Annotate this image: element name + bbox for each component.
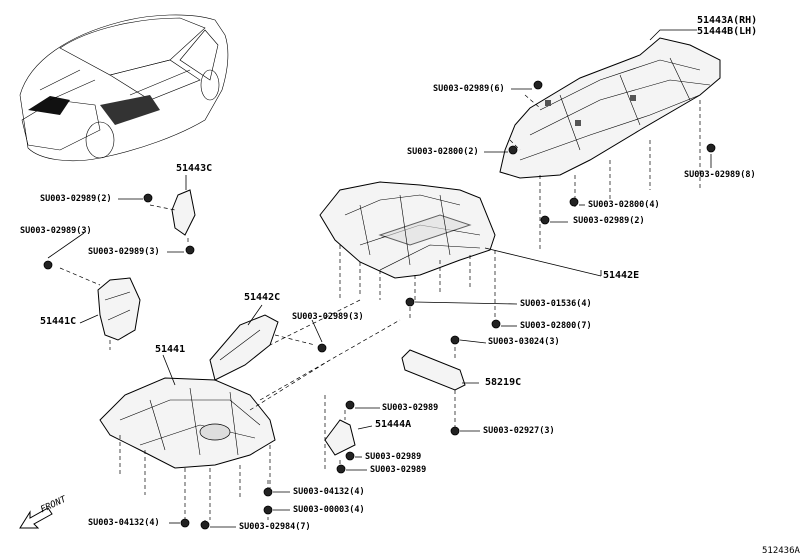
fastener-label: SU003-03024(3) xyxy=(488,337,560,347)
fastener-label: SU003-02989 xyxy=(370,465,427,475)
car-illustration xyxy=(19,14,229,162)
fastener-label: SU003-02927(3) xyxy=(483,426,555,436)
bracket-58219C xyxy=(401,349,466,391)
fastener-label: SU003-02800(7) xyxy=(520,321,592,331)
fastener-label: SU003-02989(6) xyxy=(433,84,505,94)
fastener-label: SU003-02989 xyxy=(382,403,439,413)
fastener-label: SU003-02989 xyxy=(365,452,422,462)
fastener-label: SU003-02800(2) xyxy=(407,147,479,157)
fastener-label: SU003-02800(4) xyxy=(588,200,660,210)
leader-lines xyxy=(47,29,712,528)
part-label-51444A: 51444A xyxy=(375,419,412,430)
figure-id: 512436A xyxy=(762,546,800,556)
fastener-label: SU003-04132(4) xyxy=(293,487,365,497)
bracket-51444A xyxy=(324,419,356,456)
fastener-label: SU003-04132(4) xyxy=(88,518,160,528)
part-label-51442E: 51442E xyxy=(603,270,640,281)
fastener-label: SU003-01536(4) xyxy=(520,299,592,309)
fastener-label: SU003-02989(3) xyxy=(20,226,92,236)
bracket-51442C xyxy=(209,314,279,381)
fastener-label: SU003-02989(2) xyxy=(40,194,112,204)
part-label-51444B: 51444B(LH) xyxy=(697,26,758,37)
part-label-58219C: 58219C xyxy=(485,377,522,388)
part-label-51441C: 51441C xyxy=(40,316,77,327)
front-undercover-51441 xyxy=(99,377,276,469)
part-label-51443A: 51443A(RH) xyxy=(697,15,758,26)
center-undercover-51442E xyxy=(319,181,496,279)
bracket-51443C xyxy=(171,189,196,236)
fastener-label: SU003-02989(8) xyxy=(684,170,756,180)
rear-undercover-51443A xyxy=(499,37,721,179)
part-label-51442C: 51442C xyxy=(244,292,281,303)
fastener-label: SU003-02984(7) xyxy=(239,522,311,532)
fastener-label: SU003-00003(4) xyxy=(293,505,365,515)
bracket-51441C xyxy=(97,277,141,341)
bolt-icons xyxy=(43,80,716,530)
fastener-label: SU003-02989(3) xyxy=(88,247,160,257)
front-arrow-icon xyxy=(19,507,53,529)
fastener-label: SU003-02989(2) xyxy=(573,216,645,226)
part-label-51441: 51441 xyxy=(155,344,186,355)
part-label-51443C: 51443C xyxy=(176,163,213,174)
fastener-label: SU003-02989(3) xyxy=(292,312,364,322)
